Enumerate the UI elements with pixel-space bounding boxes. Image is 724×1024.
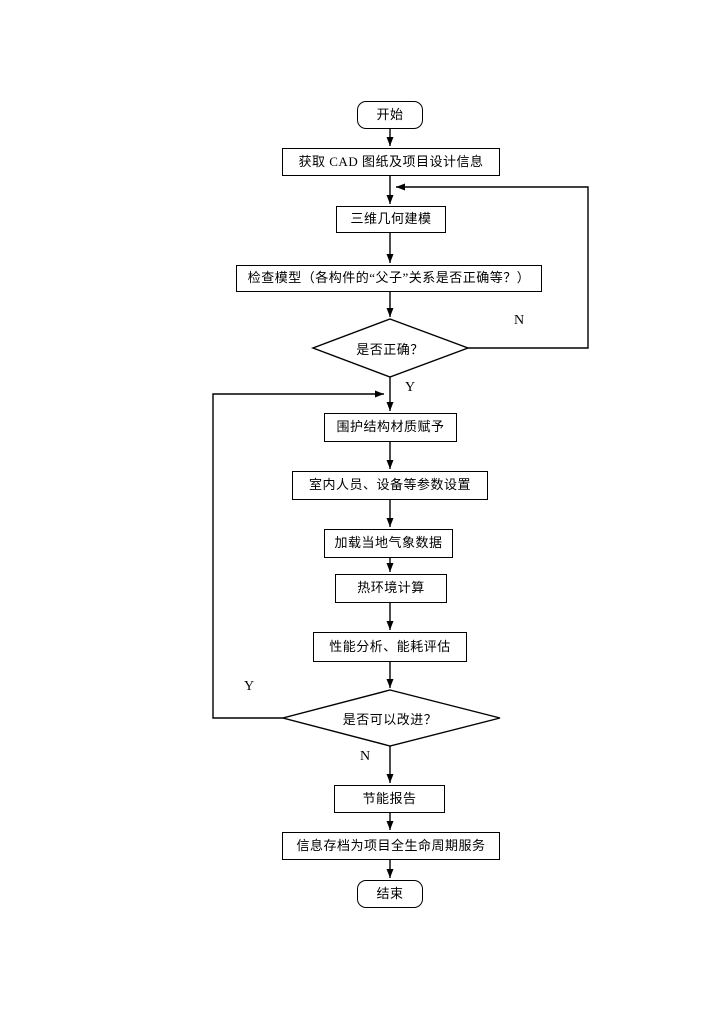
energy-report-node[interactable]: 节能报告 [334, 785, 445, 813]
acquire-cad-node[interactable]: 获取 CAD 图纸及项目设计信息 [282, 148, 500, 176]
modeling-3d-node[interactable]: 三维几何建模 [336, 206, 446, 233]
decision-correct-label: 是否正确？ [356, 341, 424, 357]
thermal-calc-node[interactable]: 热环境计算 [335, 574, 447, 603]
envelope-material-node[interactable]: 围护结构材质赋予 [324, 413, 457, 442]
load-weather-node[interactable]: 加载当地气象数据 [324, 529, 453, 558]
branch-label-correct-no: N [514, 313, 525, 328]
archive-info-node[interactable]: 信息存档为项目全生命周期服务 [282, 832, 500, 860]
edge-decision2-yes-loop [212, 390, 384, 719]
edge-decision1-no-loop [396, 183, 589, 349]
decision-improve-diamond[interactable] [280, 689, 501, 747]
branch-label-improve-yes: Y [244, 679, 255, 694]
branch-label-improve-no: N [360, 749, 371, 764]
decision-improve-label: 是否可以改进？ [342, 711, 438, 727]
end-node[interactable]: 结束 [357, 880, 423, 908]
check-model-node[interactable]: 检查模型（各构件的“父子”关系是否正确等？） [236, 265, 542, 292]
branch-label-correct-yes: Y [405, 380, 416, 395]
indoor-params-node[interactable]: 室内人员、设备等参数设置 [292, 471, 488, 500]
start-node[interactable]: 开始 [357, 101, 423, 129]
decision-correct-diamond[interactable] [311, 318, 471, 378]
performance-analysis-node[interactable]: 性能分析、能耗评估 [313, 632, 467, 662]
